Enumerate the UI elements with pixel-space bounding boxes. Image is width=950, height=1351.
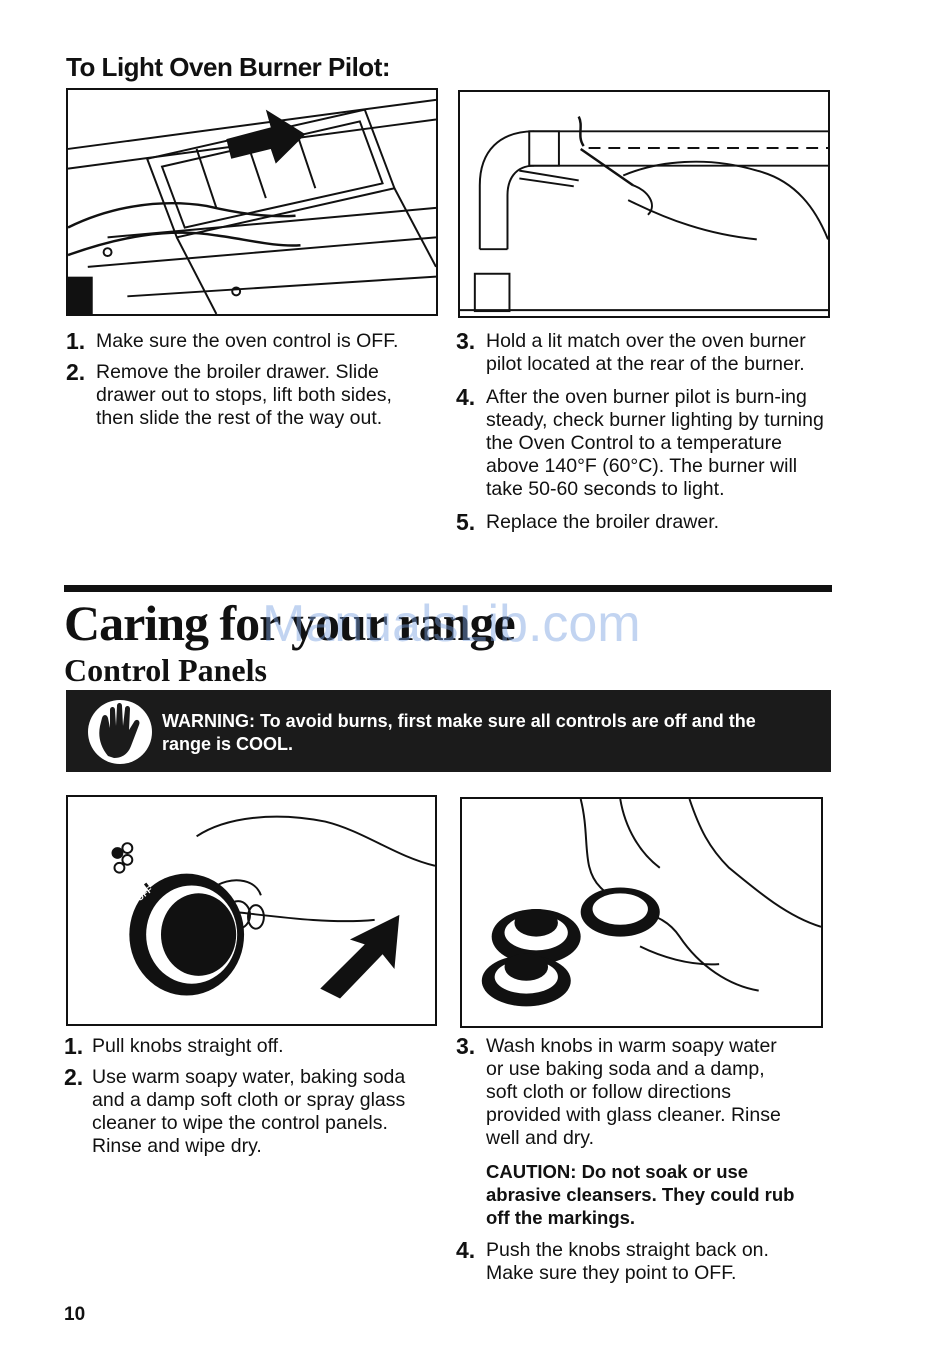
page-number: 10 bbox=[64, 1304, 86, 1325]
step-number: 3. bbox=[456, 328, 476, 354]
step-number: 1. bbox=[64, 1033, 84, 1059]
broiler-drawer-illustration bbox=[66, 88, 438, 316]
step-item: 3. Wash knobs in warm soapy water or use… bbox=[456, 1035, 816, 1150]
step-text: Replace the broiler drawer. bbox=[486, 511, 720, 533]
step-item: 4. After the oven burner pilot is burn-i… bbox=[456, 386, 830, 501]
step-item: 3. Hold a lit match over the oven burner… bbox=[456, 330, 830, 376]
watermark: ManualsLib.com bbox=[262, 595, 641, 653]
hand-warning-icon bbox=[84, 698, 156, 766]
warning-banner: WARNING: To avoid burns, first make sure… bbox=[66, 690, 831, 772]
step-number: 2. bbox=[66, 359, 86, 385]
step-text: Wash knobs in warm soapy water or use ba… bbox=[486, 1035, 781, 1149]
step-text: Use warm soapy water, baking soda and a … bbox=[92, 1066, 406, 1157]
step-text: Make sure the oven control is OFF. bbox=[96, 330, 399, 352]
step-number: 4. bbox=[456, 384, 476, 410]
knob-cleaning-drawing bbox=[481, 799, 821, 1007]
step-item: 2. Use warm soapy water, baking soda and… bbox=[64, 1066, 436, 1158]
steps-left-bottom: 1. Pull knobs straight off. 2. Use warm … bbox=[64, 1035, 436, 1158]
step-item: 1. Pull knobs straight off. bbox=[64, 1035, 436, 1058]
caution-note: CAUTION: Do not soak or use abrasive cle… bbox=[486, 1161, 795, 1228]
step-item: 2. Remove the broiler drawer. Slide draw… bbox=[66, 361, 436, 430]
section-heading: Caring for your range bbox=[64, 595, 516, 651]
section-title-light-pilot: To Light Oven Burner Pilot: bbox=[66, 52, 391, 82]
step-number: 1. bbox=[66, 328, 86, 354]
subheading-control-panels: Control Panels bbox=[64, 652, 267, 688]
step-number: 5. bbox=[456, 509, 476, 535]
step-number: 3. bbox=[456, 1033, 476, 1059]
steps-right-top: 3. Hold a lit match over the oven burner… bbox=[456, 330, 830, 534]
step-text: Remove the broiler drawer. Slide drawer … bbox=[96, 361, 392, 429]
section-divider bbox=[64, 585, 832, 592]
step-text: Hold a lit match over the oven burner pi… bbox=[486, 330, 806, 375]
step-text: Push the knobs straight back on. Make su… bbox=[486, 1239, 769, 1284]
steps-left-top: 1. Make sure the oven control is OFF. 2.… bbox=[66, 330, 436, 430]
pilot-lighting-drawing bbox=[460, 116, 828, 313]
step-number: 2. bbox=[64, 1064, 84, 1090]
steps-right-bottom: 3. Wash knobs in warm soapy water or use… bbox=[456, 1035, 816, 1285]
knob-removal-illustration: OFF bbox=[66, 795, 437, 1026]
step-text: After the oven burner pilot is burn-ing … bbox=[486, 386, 824, 500]
step-item: 1. Make sure the oven control is OFF. bbox=[66, 330, 436, 353]
broiler-drawer-drawing bbox=[68, 98, 436, 314]
knob-cleaning-illustration bbox=[460, 797, 823, 1028]
step-item: 5. Replace the broiler drawer. bbox=[456, 511, 830, 534]
knob-removal-drawing: OFF bbox=[111, 815, 435, 999]
step-item: 4. Push the knobs straight back on. Make… bbox=[456, 1239, 816, 1285]
step-number: 4. bbox=[456, 1237, 476, 1263]
step-text: Pull knobs straight off. bbox=[92, 1035, 284, 1057]
warning-text: WARNING: To avoid burns, first make sure… bbox=[162, 711, 756, 754]
pilot-lighting-illustration bbox=[458, 90, 830, 318]
